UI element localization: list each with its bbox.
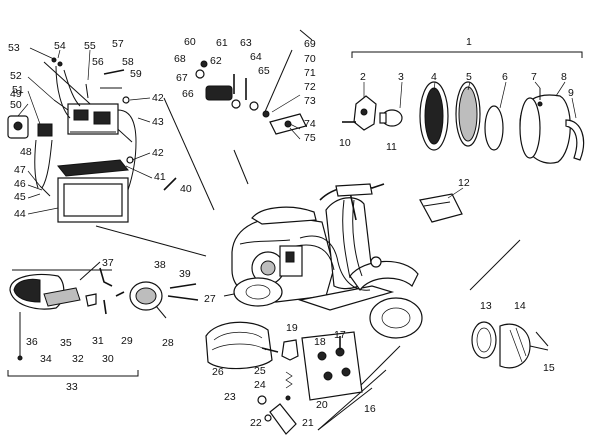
label-52: 52 [10,70,22,82]
label-16: 16 [364,403,376,415]
label-41: 41 [154,171,166,183]
group-brackets [7,29,583,431]
label-51: 51 [12,84,24,96]
label-14: 14 [514,300,526,312]
label-40: 40 [180,183,192,195]
label-59: 59 [130,68,142,80]
regulator-group [7,57,137,191]
label-70: 70 [304,53,316,65]
label-19: 19 [286,322,298,334]
label-61: 61 [216,37,228,49]
label-20: 20 [316,399,328,411]
label-44: 44 [14,208,26,220]
label-32: 32 [72,353,84,365]
label-68: 68 [174,53,186,65]
switch-group [257,331,363,435]
small-parts-top [195,49,307,135]
label-24: 24 [254,379,266,391]
scooter-body [231,183,423,339]
label-18: 18 [314,336,326,348]
label-1: 1 [466,36,472,48]
label-42a: 42 [152,92,164,104]
label-35: 35 [60,337,72,349]
label-71: 71 [304,67,316,79]
label-57: 57 [112,38,124,50]
label-53: 53 [8,42,20,54]
label-8: 8 [561,71,567,83]
rear-light-group [9,261,199,361]
speedometer-unit [419,193,463,223]
label-12: 12 [458,177,470,189]
label-46: 46 [14,178,26,190]
label-28: 28 [162,337,174,349]
label-2: 2 [360,71,366,83]
label-4: 4 [431,71,437,83]
label-30: 30 [102,353,114,365]
label-50: 50 [10,99,22,111]
label-74: 74 [304,118,316,130]
label-26: 26 [212,366,224,378]
label-48: 48 [20,146,32,158]
label-3: 3 [398,71,404,83]
label-56: 56 [92,56,104,68]
label-22: 22 [250,417,262,429]
label-75: 75 [304,132,316,144]
label-73: 73 [304,95,316,107]
label-5: 5 [466,71,472,83]
label-15: 15 [543,362,555,374]
label-17: 17 [334,329,346,341]
label-55: 55 [84,40,96,52]
battery-group [39,159,177,223]
label-63: 63 [240,37,252,49]
label-31: 31 [92,335,104,347]
label-49: 49 [10,88,22,100]
label-66: 66 [182,88,194,100]
label-6: 6 [502,71,508,83]
label-21: 21 [302,417,314,429]
label-37: 37 [102,257,114,269]
label-10: 10 [339,137,351,149]
label-29: 29 [121,335,133,347]
label-27: 27 [204,293,216,305]
label-11: 11 [386,141,397,153]
label-39: 39 [179,268,191,280]
label-60: 60 [184,36,196,48]
label-58: 58 [122,56,134,68]
label-33: 33 [66,381,78,393]
label-7: 7 [531,71,537,83]
label-23: 23 [224,391,236,403]
label-9: 9 [568,87,574,99]
label-69: 69 [304,38,316,50]
headlight-assembly [342,81,585,164]
part-number-labels: 1 2 3 4 5 6 7 8 9 10 11 12 13 14 15 16 1… [8,36,574,429]
label-13: 13 [480,300,492,312]
label-62: 62 [210,55,222,67]
label-54: 54 [54,40,66,52]
label-42b: 42 [152,147,164,159]
label-65: 65 [258,65,270,77]
label-43: 43 [152,116,164,128]
label-38: 38 [154,259,166,271]
label-25: 25 [254,365,266,377]
label-64: 64 [250,51,262,63]
label-47: 47 [14,164,26,176]
leader-lines [17,47,577,215]
label-34: 34 [40,353,52,365]
tail-housing [205,321,273,370]
horn-group [471,321,549,369]
label-36: 36 [26,336,38,348]
label-67: 67 [176,72,188,84]
label-72: 72 [304,81,316,93]
label-45: 45 [14,191,26,203]
